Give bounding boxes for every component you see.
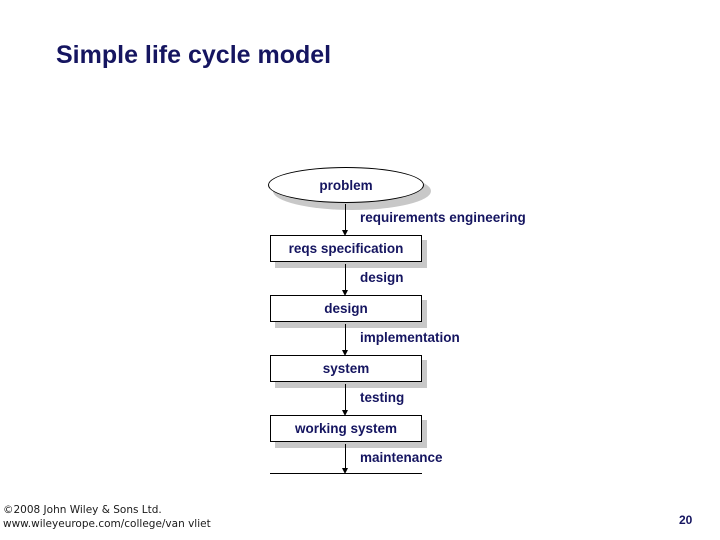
connector-line-4: [345, 384, 346, 412]
edge-label-implementation: implementation: [360, 330, 460, 345]
node-system: system: [270, 355, 427, 388]
connector-line-2: [345, 264, 346, 292]
edge-label-design: design: [360, 270, 404, 285]
arrowhead-icon-3: [342, 350, 348, 356]
arrowhead-icon-1: [342, 230, 348, 236]
node-label: reqs specification: [288, 241, 404, 256]
rectangle-shape: design: [270, 295, 422, 322]
footer: ©2008 John Wiley & Sons Ltd. www.wileyeu…: [3, 503, 211, 531]
arrowhead-icon-4: [342, 410, 348, 416]
edge-label-requirements-engineering: requirements engineering: [360, 210, 526, 225]
page-number: 20: [679, 513, 693, 527]
edge-label-maintenance: maintenance: [360, 450, 443, 465]
page-title: Simple life cycle model: [56, 41, 332, 69]
terminator-line: [270, 473, 422, 474]
node-label: design: [324, 301, 368, 316]
rectangle-shape: working system: [270, 415, 422, 442]
rectangle-shape: reqs specification: [270, 235, 422, 262]
node-design: design: [270, 295, 427, 328]
arrowhead-icon-5: [342, 468, 348, 474]
node-problem: problem: [268, 167, 431, 210]
connector-line-1: [345, 204, 346, 232]
rectangle-shape: system: [270, 355, 422, 382]
arrowhead-icon-2: [342, 290, 348, 296]
edge-label-testing: testing: [360, 390, 405, 405]
node-label: working system: [294, 421, 398, 436]
node-reqs-specification: reqs specification: [270, 235, 427, 268]
footer-url: www.wileyeurope.com/college/van vliet: [3, 518, 211, 530]
ellipse-shape: problem: [268, 167, 424, 203]
connector-line-3: [345, 324, 346, 352]
connector-line-5: [345, 444, 346, 472]
node-label: problem: [319, 177, 373, 193]
node-working-system: working system: [270, 415, 427, 448]
node-label: system: [322, 361, 370, 376]
footer-copyright: ©2008 John Wiley & Sons Ltd.: [3, 504, 162, 516]
